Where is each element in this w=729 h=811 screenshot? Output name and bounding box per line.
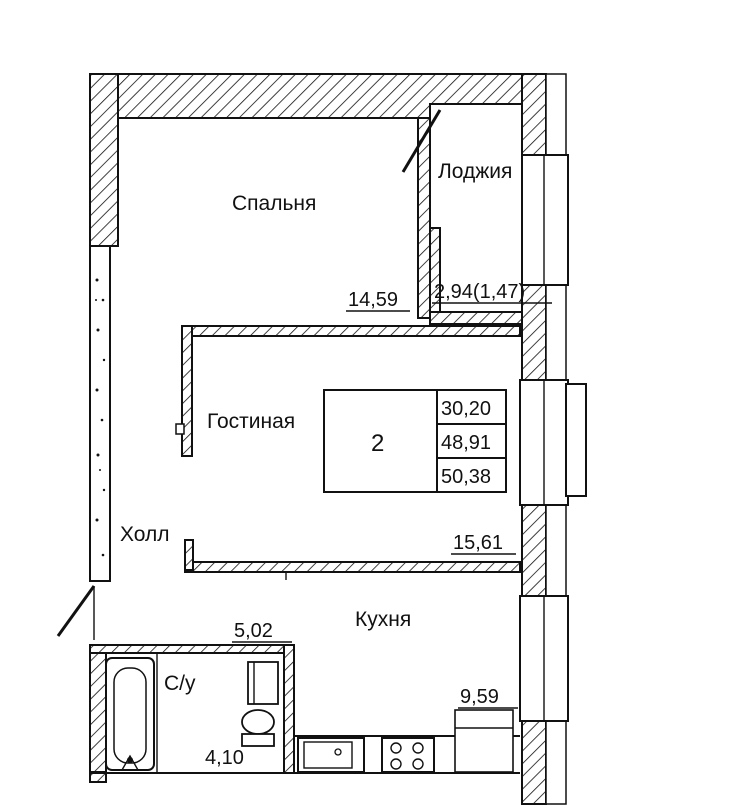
living-area: 30,20 xyxy=(441,398,491,420)
summary-box: 2 30,20 48,91 50,38 xyxy=(323,389,507,493)
loggia-area: 2,94(1,47) xyxy=(434,281,525,303)
bedroom-label: Спальня xyxy=(232,192,316,215)
interior-walls xyxy=(89,325,521,774)
bath-left-wall xyxy=(89,647,107,774)
loggia-frame xyxy=(417,103,523,325)
left-wall-upper xyxy=(89,73,119,247)
kitchen-fixtures xyxy=(294,709,520,773)
stove xyxy=(381,737,435,773)
hall-area: 5,02 xyxy=(234,620,273,642)
toilet xyxy=(241,709,275,735)
living-room-area: 15,61 xyxy=(453,532,503,554)
doors xyxy=(56,109,442,640)
total-area-with-loggia: 50,38 xyxy=(441,466,491,488)
living-room-label: Гостиная xyxy=(207,410,295,433)
kitchen-label: Кухня xyxy=(355,608,411,631)
hall-label: Холл xyxy=(120,523,170,546)
entrance-door xyxy=(56,585,96,637)
left-wall-lower xyxy=(89,245,111,582)
loggia-label: Лоджия xyxy=(438,160,512,183)
fridge xyxy=(454,709,514,773)
total-area: 48,91 xyxy=(441,432,491,454)
wall-texture xyxy=(95,278,106,557)
washbasin xyxy=(247,661,279,705)
bathroom-area: 4,10 xyxy=(205,747,244,769)
windows xyxy=(519,154,587,722)
bathroom-fixtures xyxy=(105,657,279,771)
window-living-sill xyxy=(565,383,587,497)
bedroom-area: 14,59 xyxy=(348,289,398,311)
room-count: 2 xyxy=(371,430,384,457)
bathroom-label: С/у xyxy=(164,672,196,695)
kitchen-area: 9,59 xyxy=(460,686,499,708)
loggia-door xyxy=(401,109,442,173)
